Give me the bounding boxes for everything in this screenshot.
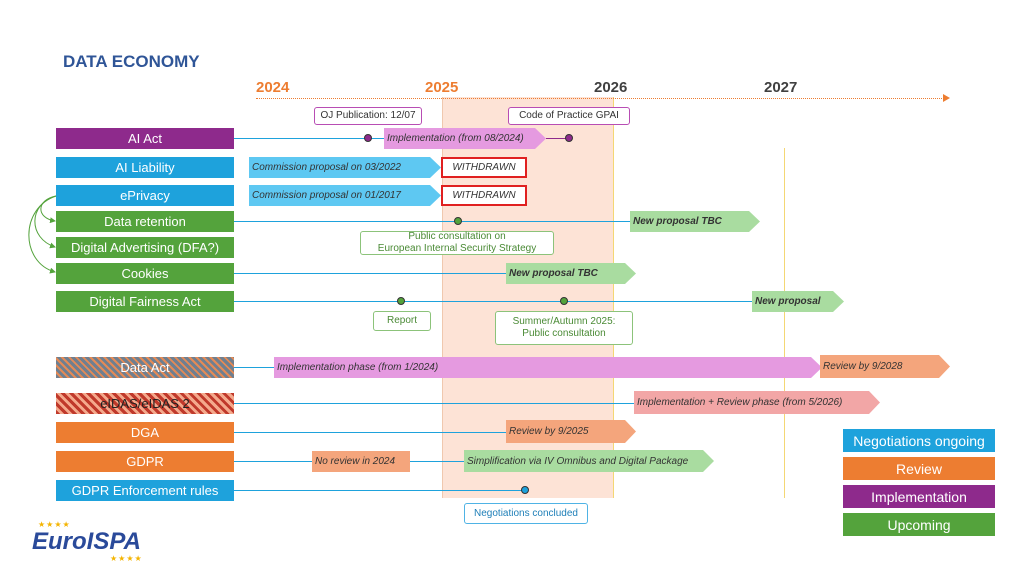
row-ai-liability: AI Liability	[56, 157, 234, 178]
legend-implementation: Implementation	[843, 485, 995, 508]
ai-act-line	[234, 138, 384, 139]
row-digital-advertising: Digital Advertising (DFA?)	[56, 237, 234, 258]
row-data-act: Data Act	[56, 357, 234, 378]
summer-consultation-callout: Summer/Autumn 2025: Public consultation	[495, 311, 633, 345]
row-eprivacy: ePrivacy	[56, 185, 234, 206]
gdpr-simplification-bar: Simplification via IV Omnibus and Digita…	[464, 450, 714, 472]
data-act-line	[234, 367, 276, 368]
row-cookies: Cookies	[56, 263, 234, 284]
time-axis	[256, 98, 944, 99]
legend-upcoming: Upcoming	[843, 513, 995, 536]
eprivacy-withdrawn: WITHDRAWN	[441, 185, 527, 206]
dga-review-bar: Review by 9/2025	[506, 420, 636, 443]
legend-negotiations-ongoing: Negotiations ongoing	[843, 429, 995, 452]
year-2027: 2027	[764, 79, 798, 96]
code-of-practice-callout: Code of Practice GPAI	[508, 107, 630, 125]
ai-act-implementation-bar: Implementation (from 08/2024)	[384, 128, 546, 149]
gridline-2027	[784, 148, 785, 498]
row-digital-fairness-act: Digital Fairness Act	[56, 291, 234, 312]
ai-act-cop-marker	[565, 134, 573, 142]
year-2026: 2026	[594, 79, 628, 96]
dfa-report-marker	[397, 297, 405, 305]
dfa-line	[234, 301, 754, 302]
cookies-new-proposal-bar: New proposal TBC	[506, 263, 636, 284]
row-gdpr: GDPR	[56, 451, 234, 472]
report-callout: Report	[373, 311, 431, 331]
gdpr-enforcement-marker	[521, 486, 529, 494]
dfa-new-proposal-bar: New proposal	[752, 291, 844, 312]
dfa-consultation-marker	[560, 297, 568, 305]
consultation-callout: Public consultation on European Internal…	[360, 231, 554, 255]
gridline-2026	[613, 97, 614, 498]
data-retention-consultation-marker	[454, 217, 462, 225]
gdpr-no-review-bar: No review in 2024	[312, 451, 410, 472]
year-2024: 2024	[256, 79, 290, 96]
time-axis-arrow-icon	[943, 94, 950, 102]
legend-review: Review	[843, 457, 995, 480]
data-retention-line	[234, 221, 630, 222]
row-ai-act: AI Act	[56, 128, 234, 149]
eprivacy-proposal-bar: Commission proposal on 01/2017	[249, 185, 441, 206]
negotiations-concluded-callout: Negotiations concluded	[464, 503, 588, 524]
summer-callout-line2: Public consultation	[522, 328, 606, 339]
logo-text: EuroISPA	[32, 528, 141, 555]
ai-act-oj-marker	[364, 134, 372, 142]
consultation-callout-line2: European Internal Security Strategy	[377, 243, 537, 254]
logo-stars-bottom: ★★★★	[110, 554, 143, 563]
ai-act-tail-line	[546, 138, 570, 139]
eidas-implementation-bar: Implementation + Review phase (from 5/20…	[634, 391, 880, 414]
eprivacy-connectors	[28, 195, 57, 274]
summer-callout-line1: Summer/Autumn 2025:	[512, 316, 616, 327]
ai-liability-proposal-bar: Commission proposal on 03/2022	[249, 157, 441, 178]
euroispa-logo: ★★★★ EuroISPA ★★★★	[30, 520, 160, 565]
data-act-review-bar: Review by 9/2028	[820, 355, 950, 378]
eidas-line	[234, 403, 634, 404]
year-2025: 2025	[425, 79, 459, 96]
consultation-callout-line1: Public consultation on	[408, 231, 506, 242]
ai-liability-withdrawn: WITHDRAWN	[441, 157, 527, 178]
dga-line	[234, 432, 506, 433]
page-title: DATA ECONOMY	[63, 52, 200, 71]
row-gdpr-enforcement: GDPR Enforcement rules	[56, 480, 234, 501]
row-data-retention: Data retention	[56, 211, 234, 232]
cookies-line	[234, 273, 506, 274]
gridline-2025	[442, 97, 443, 498]
data-act-implementation-bar: Implementation phase (from 1/2024)	[274, 357, 822, 378]
row-eidas: eIDAS/eIDAS 2	[56, 393, 234, 414]
data-retention-new-proposal-bar: New proposal TBC	[630, 211, 760, 232]
logo-stars-top: ★★★★	[38, 520, 71, 529]
oj-publication-callout: OJ Publication: 12/07	[314, 107, 422, 125]
gdpr-enforcement-line	[234, 490, 524, 491]
row-dga: DGA	[56, 422, 234, 443]
